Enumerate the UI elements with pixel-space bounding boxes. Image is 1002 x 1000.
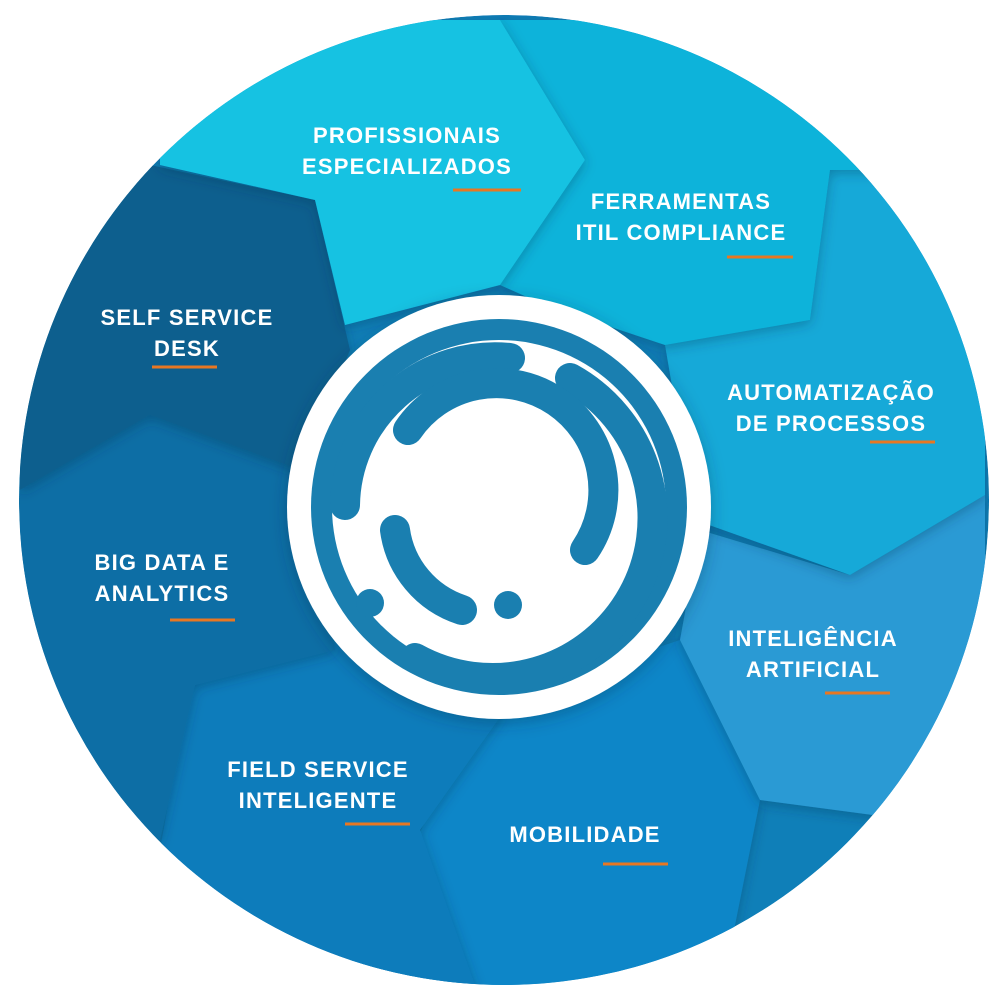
logo-arc-right xyxy=(400,363,668,693)
segment-mobilidade xyxy=(350,640,760,985)
segment-label-ferramentas-itil-compliance: FERRAMENTAS ITIL COMPLIANCE xyxy=(576,189,793,259)
segment-label-line: ARTIFICIAL xyxy=(746,657,880,682)
segment-label-line: ANALYTICS xyxy=(95,581,230,606)
center-logo xyxy=(287,295,711,719)
segment-label-line: AUTOMATIZAÇÃO xyxy=(727,380,935,405)
segment-label-line: FIELD SERVICE xyxy=(227,757,408,782)
segment-automatizacao-de-processos xyxy=(665,170,985,575)
segment-label-line: MOBILIDADE xyxy=(509,822,660,847)
logo-arc-inner-bottom xyxy=(380,515,477,625)
segment-label-line: DESK xyxy=(154,336,220,361)
segment-label-big-data-e-analytics: BIG DATA E ANALYTICS xyxy=(94,550,235,622)
segment-inteligencia-artificial xyxy=(680,495,985,830)
logo-dot-left xyxy=(356,589,384,617)
segment-label-profissionais-especializados: PROFISSIONAIS ESPECIALIZADOS xyxy=(302,123,521,192)
segment-label-line: INTELIGENTE xyxy=(239,788,398,813)
segment-self-service-desk xyxy=(20,165,350,490)
logo-dot-right xyxy=(494,591,522,619)
segment-label-automatizacao-de-processos: AUTOMATIZAÇÃO DE PROCESSOS xyxy=(727,380,935,444)
segment-label-line: PROFISSIONAIS xyxy=(313,123,501,148)
segment-label-line: ESPECIALIZADOS xyxy=(302,154,512,179)
segment-label-self-service-desk: SELF SERVICE DESK xyxy=(101,305,274,369)
segment-label-inteligencia-artificial: INTELIGÊNCIA ARTIFICIAL xyxy=(728,626,898,695)
segment-label-line: FERRAMENTAS xyxy=(591,189,771,214)
segment-profissionais-especializados xyxy=(160,20,585,325)
segment-label-mobilidade: MOBILIDADE xyxy=(509,822,668,866)
segment-label-field-service-inteligente: FIELD SERVICE INTELIGENTE xyxy=(227,757,410,826)
labels: PROFISSIONAIS ESPECIALIZADOS FERRAMENTAS IT… xyxy=(94,123,935,866)
segment-label-line: BIG DATA E xyxy=(94,550,229,575)
logo-arc-large xyxy=(330,342,525,520)
segment-label-line: DE PROCESSOS xyxy=(736,411,926,436)
segment-label-line: ITIL COMPLIANCE xyxy=(576,220,787,245)
segment-label-line: INTELIGÊNCIA xyxy=(728,626,898,651)
circular-rings-logo-icon xyxy=(330,340,668,693)
logo-arc-inner-top xyxy=(393,368,619,565)
segment-label-line: SELF SERVICE xyxy=(101,305,274,330)
